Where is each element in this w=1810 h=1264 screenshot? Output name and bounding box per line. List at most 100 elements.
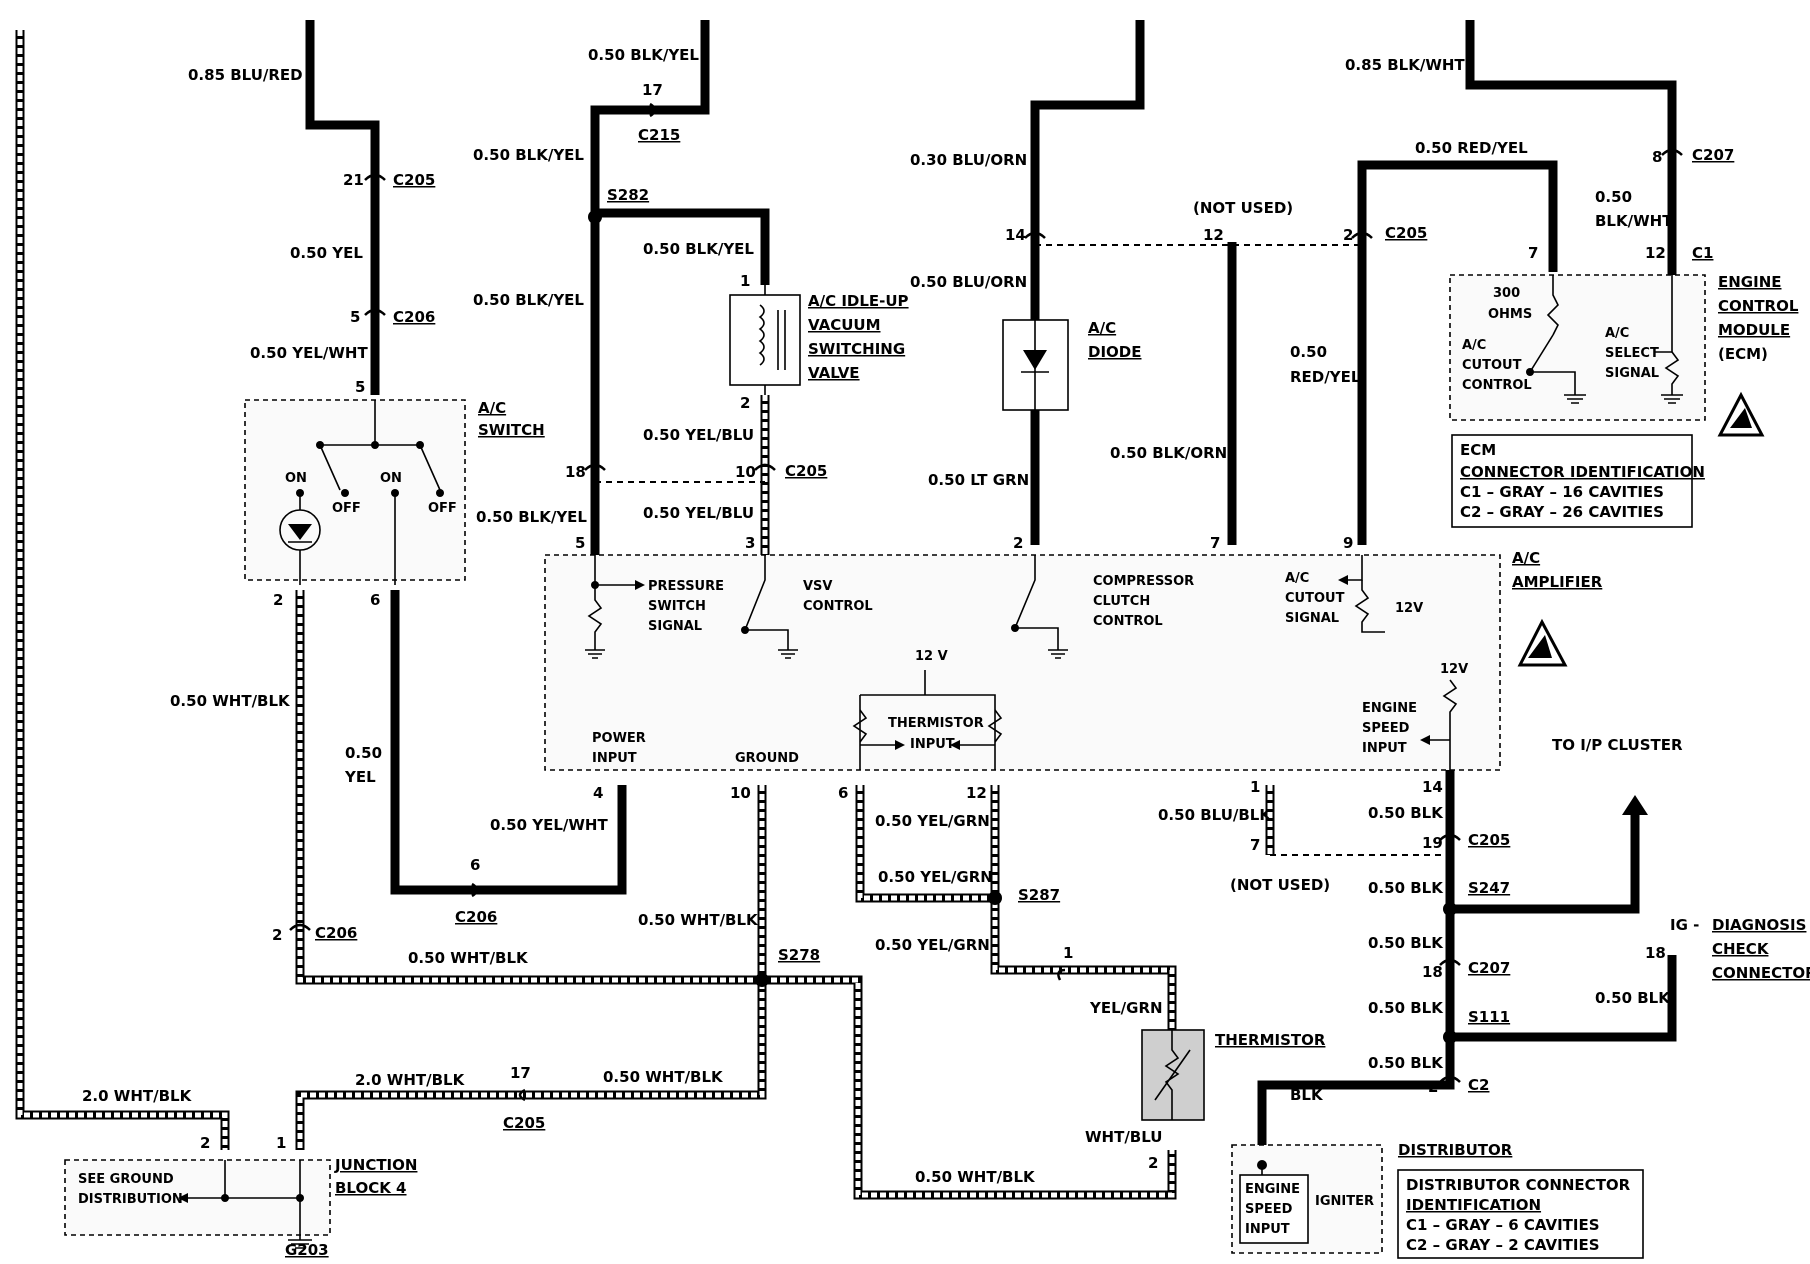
wire-label: 0.50 YEL/GRN <box>878 868 993 886</box>
diagnosis-ig: IG - <box>1670 916 1699 934</box>
amplifier-label: AMPLIFIER <box>1512 573 1603 591</box>
connector-c206: C206 <box>393 308 435 326</box>
wire-label: 0.50 YEL/GRN <box>875 812 990 830</box>
switch-on-label: ON <box>380 471 402 486</box>
ecm-module <box>1449 274 1706 421</box>
ac-amplifier <box>544 554 1501 771</box>
pin: 14 <box>1005 226 1026 244</box>
wire-label: 0.50 YEL <box>290 244 363 262</box>
solid-wires <box>305 20 1677 1165</box>
pin: 1 <box>1250 778 1260 796</box>
splice-s247 <box>1443 902 1457 916</box>
ecm-cutout: A/C <box>1462 338 1486 353</box>
splice-s278 <box>755 973 769 987</box>
pin: 18 <box>1645 944 1666 962</box>
pin: 7 <box>1250 836 1260 854</box>
see-ground: DISTRIBUTION <box>78 1192 183 1207</box>
ecm-select: SELECT <box>1605 346 1659 361</box>
wire-label: 0.50 BLK/YEL <box>588 46 699 64</box>
amp-clutch: CONTROL <box>1093 614 1163 629</box>
amp-thermistor-input: INPUT <box>910 737 955 752</box>
voltage-12v: 12V <box>1440 662 1468 677</box>
amp-power-input: POWER <box>592 731 646 746</box>
connector-c205: C205 <box>1385 224 1427 242</box>
dist-engine-speed: SPEED <box>1245 1202 1293 1217</box>
ac-switch-label: SWITCH <box>478 421 545 439</box>
vsv-valve <box>729 285 801 395</box>
wire-label: 0.50 BLK <box>1368 934 1444 952</box>
ac-diode <box>1002 319 1069 411</box>
diagnosis-label: CHECK <box>1712 940 1770 958</box>
amp-pressure: PRESSURE <box>648 579 724 594</box>
dist-igniter: IGNITER <box>1315 1194 1374 1209</box>
diode-label: DIODE <box>1088 343 1141 361</box>
wire-label: 0.50 WHT/BLK <box>638 911 759 929</box>
ecm-connector-id-box <box>1451 434 1693 528</box>
connector-c2: C2 <box>1468 1076 1489 1094</box>
wire-label: 0.50 WHT/BLK <box>603 1068 724 1086</box>
wire-label: BLK/WHT <box>1595 212 1673 230</box>
splice-s278-label: S278 <box>778 946 820 964</box>
pin: 19 <box>1422 834 1443 852</box>
connector-c206: C206 <box>315 924 357 942</box>
connector-c215: C215 <box>638 126 680 144</box>
amplifier-esd-icon <box>1517 618 1568 667</box>
connector-c205: C205 <box>785 462 827 480</box>
wire-label: (NOT USED) <box>1193 199 1293 217</box>
pin: 5 <box>575 534 585 552</box>
connector-c205: C205 <box>1468 831 1510 849</box>
wire-label: 0.50 YEL/WHT <box>490 816 608 834</box>
splices <box>588 210 1457 1044</box>
ecm-label: ENGINE <box>1718 273 1782 291</box>
arrow-to-ip-cluster <box>1622 795 1648 815</box>
pin: 9 <box>1343 534 1353 552</box>
splice-s247-label: S247 <box>1468 879 1510 897</box>
ecm-conn-title: ECM <box>1460 441 1496 459</box>
thermistor <box>1141 1029 1205 1121</box>
connector-marks <box>289 102 1683 1102</box>
ecm-select: SIGNAL <box>1605 366 1659 381</box>
pin: 12 <box>1203 226 1224 244</box>
splice-s111 <box>1443 1030 1457 1044</box>
connector-c206: C206 <box>455 908 497 926</box>
ecm-ohms: 300 <box>1493 286 1520 301</box>
wire-label: 0.50 WHT/BLK <box>408 949 529 967</box>
switch-off-label: OFF <box>332 501 361 516</box>
wire-label: 0.50 LT GRN <box>928 471 1029 489</box>
wire-label: 0.30 BLU/ORN <box>910 151 1027 169</box>
wire-label: 0.50 <box>1595 188 1632 206</box>
wire-label: BLK <box>1290 1086 1324 1104</box>
dashed-links <box>595 244 1450 856</box>
wire-label: (NOT USED) <box>1230 876 1330 894</box>
wire-label: 0.85 BLK/WHT <box>1345 56 1465 74</box>
wire-label: 0.50 BLK/YEL <box>473 146 584 164</box>
pin: 17 <box>642 81 663 99</box>
distributor-connector-id-box <box>1397 1169 1644 1259</box>
pin-numbers: 21 5 5 17 1 2 18 10 5 3 14 12 2 2 7 9 8 … <box>200 81 1666 1172</box>
pin: 8 <box>1652 148 1662 166</box>
amp-pressure: SWITCH <box>648 599 706 614</box>
wire-label: 0.50 BLK <box>1595 989 1671 1007</box>
wire-label: 0.50 YEL/BLU <box>643 504 754 522</box>
connector-c205: C205 <box>503 1114 545 1132</box>
pin: 7 <box>1210 534 1220 552</box>
amp-clutch: CLUTCH <box>1093 594 1150 609</box>
junction-block-label: BLOCK 4 <box>335 1179 407 1197</box>
ecm-conn-title: CONNECTOR IDENTIFICATION <box>1460 463 1705 481</box>
junction-block-4 <box>64 1159 331 1249</box>
splice-s287-label: S287 <box>1018 886 1060 904</box>
dist-conn-c1: C1 – GRAY – 6 CAVITIES <box>1406 1216 1600 1234</box>
pin: 14 <box>1422 778 1443 796</box>
dist-conn-title: IDENTIFICATION <box>1406 1196 1541 1214</box>
distributor <box>1231 1144 1383 1254</box>
wire-label: 0.50 BLK <box>1368 879 1444 897</box>
connector-c207: C207 <box>1692 146 1734 164</box>
wire-label: 0.50 BLK/YEL <box>473 291 584 309</box>
amplifier-label: A/C <box>1512 549 1540 567</box>
wire-label: RED/YEL <box>1290 368 1361 386</box>
pin: 5 <box>355 378 365 396</box>
voltage-12v: 12 V <box>915 649 948 664</box>
pin: 21 <box>343 171 364 189</box>
amp-ground: GROUND <box>735 751 799 766</box>
